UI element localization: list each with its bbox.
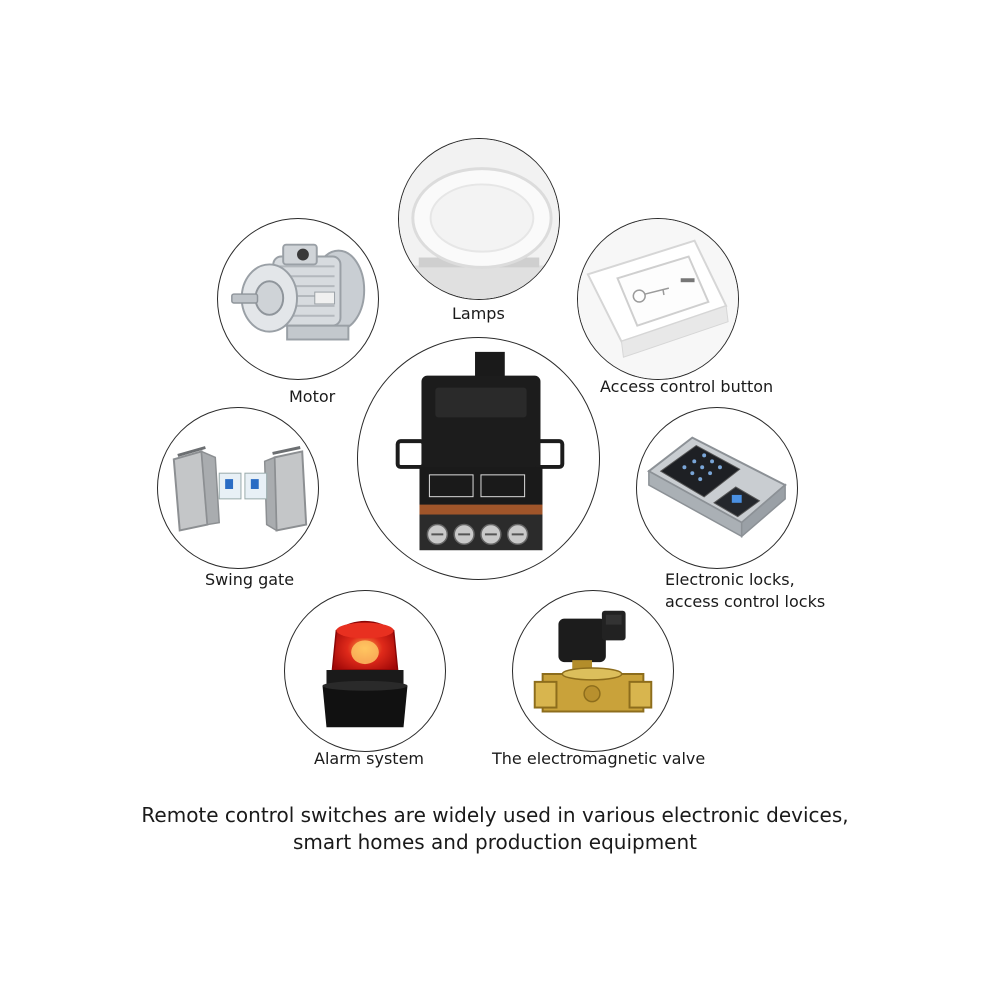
solenoid-valve-icon — [533, 610, 653, 713]
electronic-lock-label-line2: access control locks — [665, 592, 826, 611]
alarm-label: Alarm system — [314, 749, 425, 768]
valve-label: The electromagnetic valve — [492, 749, 706, 768]
lamps-label: Lamps — [452, 304, 505, 323]
swing-gate-circle — [157, 407, 319, 569]
ceiling-lamp-icon — [399, 139, 559, 299]
relay-switch-module-icon — [395, 351, 565, 551]
alarm-circle — [284, 590, 446, 752]
alarm-beacon-icon — [322, 620, 408, 728]
motor-circle — [217, 218, 379, 380]
relay-module-circle — [357, 337, 600, 580]
swing-gate-label: Swing gate — [205, 570, 295, 589]
electronic-lock-label-line1: Electronic locks, — [665, 570, 795, 589]
turnstile-gate-icon — [172, 446, 308, 532]
electronic-lock-icon — [647, 436, 787, 539]
exit-button-icon — [578, 219, 738, 379]
electric-motor-icon — [231, 243, 366, 341]
valve-circle — [512, 590, 674, 752]
access-button-label: Access control button — [600, 377, 774, 396]
motor-label: Motor — [289, 387, 336, 406]
access-button-circle — [577, 218, 739, 380]
caption-line1: Remote control switches are widely used … — [141, 803, 849, 827]
electronic-lock-circle — [636, 407, 798, 569]
lamps-circle — [398, 138, 560, 300]
caption-line2: smart homes and production equipment — [292, 830, 698, 854]
